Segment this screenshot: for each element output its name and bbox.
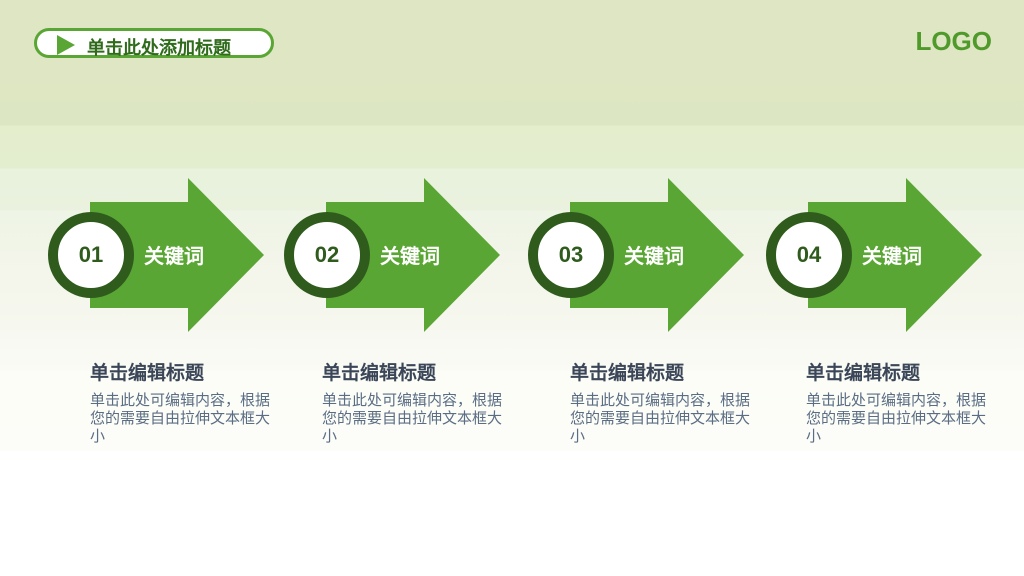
arrow-icon: [570, 178, 744, 332]
arrow-icon: [90, 178, 264, 332]
arrow-icon: [808, 178, 982, 332]
title-banner[interactable]: 单击此处添加标题: [34, 28, 274, 59]
step-title[interactable]: 单击编辑标题: [806, 362, 921, 384]
play-icon: [57, 35, 75, 55]
step-keyword[interactable]: 关键词: [862, 244, 922, 268]
step-title[interactable]: 单击编辑标题: [322, 362, 437, 384]
step-number: 02: [284, 212, 370, 298]
step-number: 04: [766, 212, 852, 298]
step-description[interactable]: 单击此处可编辑内容，根据您的需要自由拉伸文本框大小: [806, 391, 987, 445]
step-card: 01 关键词 单击编辑标题 单击此处可编辑内容，根据您的需要自由拉伸文本框大小: [48, 178, 278, 448]
step-number: 01: [48, 212, 134, 298]
step-description[interactable]: 单击此处可编辑内容，根据您的需要自由拉伸文本框大小: [322, 391, 503, 445]
step-description[interactable]: 单击此处可编辑内容，根据您的需要自由拉伸文本框大小: [90, 391, 271, 445]
step-title[interactable]: 单击编辑标题: [90, 362, 205, 384]
page-title[interactable]: 单击此处添加标题: [87, 38, 231, 59]
step-card: 04 关键词 单击编辑标题 单击此处可编辑内容，根据您的需要自由拉伸文本框大小: [766, 178, 996, 448]
logo: LOGO: [915, 26, 992, 56]
step-number: 03: [528, 212, 614, 298]
step-card: 03 关键词 单击编辑标题 单击此处可编辑内容，根据您的需要自由拉伸文本框大小: [528, 178, 758, 448]
step-keyword[interactable]: 关键词: [624, 244, 684, 268]
step-keyword[interactable]: 关键词: [144, 244, 204, 268]
step-description[interactable]: 单击此处可编辑内容，根据您的需要自由拉伸文本框大小: [570, 391, 751, 445]
step-card: 02 关键词 单击编辑标题 单击此处可编辑内容，根据您的需要自由拉伸文本框大小: [284, 178, 514, 448]
arrow-icon: [326, 178, 500, 332]
step-title[interactable]: 单击编辑标题: [570, 362, 685, 384]
step-keyword[interactable]: 关键词: [380, 244, 440, 268]
